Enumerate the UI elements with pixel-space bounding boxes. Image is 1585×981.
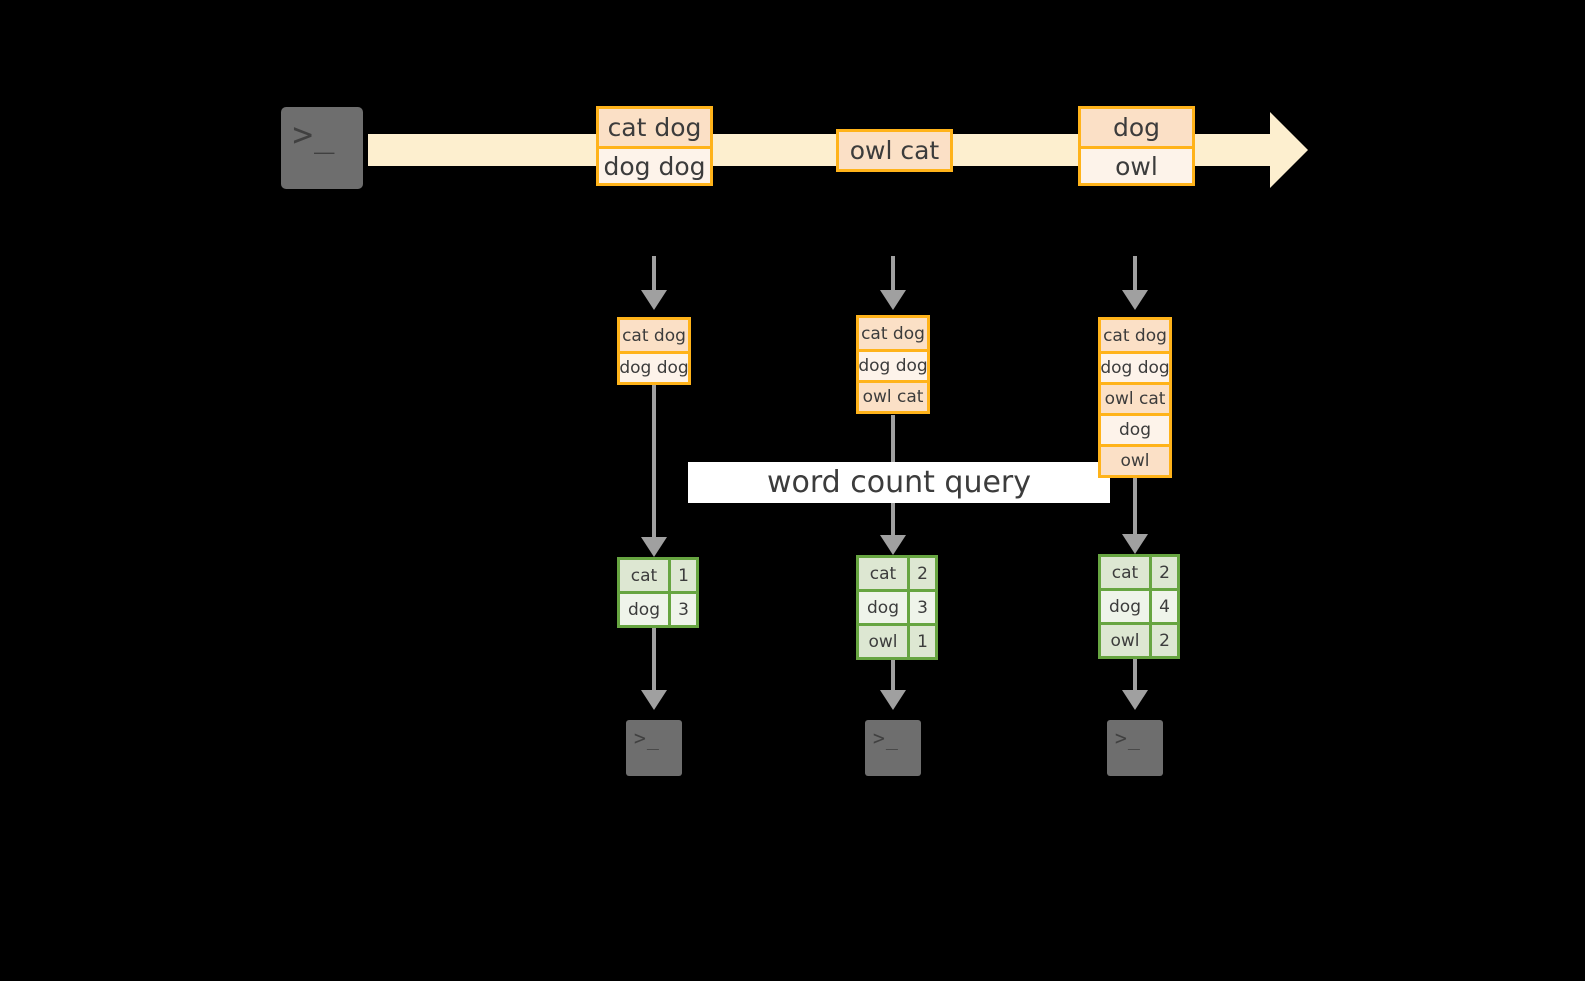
- result-count: 1: [668, 560, 696, 591]
- result-row: cat 2: [859, 558, 935, 589]
- snapshot-1-tap-line: [652, 256, 656, 294]
- snapshot-2-tap-arrowhead: [880, 290, 906, 310]
- result-word: cat: [1101, 557, 1149, 588]
- snapshot-2-result-table: cat 2 dog 3 owl 1: [856, 555, 938, 660]
- input-line: owl: [1101, 444, 1169, 475]
- input-line: owl cat: [859, 380, 927, 411]
- result-word: dog: [620, 594, 668, 625]
- result-word: cat: [859, 558, 907, 589]
- record-line: owl cat: [839, 132, 950, 169]
- result-word: owl: [1101, 625, 1149, 656]
- snapshot-1-sink-line: [652, 625, 656, 697]
- snapshot-2-sink-arrowhead: [880, 690, 906, 710]
- snapshot-2-query-arrowhead: [880, 535, 906, 555]
- record-line: dog dog: [599, 146, 710, 183]
- record-line: owl: [1081, 146, 1192, 183]
- result-count: 2: [907, 558, 935, 589]
- result-count: 2: [1149, 557, 1177, 588]
- snapshot-1-query-line: [652, 385, 656, 545]
- snapshot-3-sink-terminal-icon: >_: [1100, 713, 1170, 783]
- snapshot-2-sink-line: [891, 654, 895, 697]
- input-line: cat dog: [620, 320, 688, 351]
- snapshot-1-query-arrowhead: [641, 537, 667, 557]
- result-count: 4: [1149, 591, 1177, 622]
- result-word: dog: [1101, 591, 1149, 622]
- snapshot-3-tap-line: [1133, 256, 1137, 294]
- terminal-prompt-glyph: >_: [292, 115, 336, 156]
- result-row: dog 3: [620, 591, 696, 625]
- result-word: dog: [859, 592, 907, 623]
- snapshot-3-query-arrowhead: [1122, 534, 1148, 554]
- input-line: dog dog: [858, 349, 928, 380]
- result-row: cat 2: [1101, 557, 1177, 588]
- result-count: 3: [907, 592, 935, 623]
- snapshot-2-tap-line: [891, 256, 895, 294]
- result-count: 3: [668, 594, 696, 625]
- stream-record-batch-2: owl cat: [836, 129, 953, 172]
- input-line: dog: [1101, 413, 1169, 444]
- snapshot-3-sink-arrowhead: [1122, 690, 1148, 710]
- stream-record-batch-1: cat dog dog dog: [596, 106, 713, 186]
- source-terminal-icon: >_: [272, 98, 372, 198]
- result-word: owl: [859, 626, 907, 657]
- snapshot-3-tap-arrowhead: [1122, 290, 1148, 310]
- result-word: cat: [620, 560, 668, 591]
- stream-record-batch-3: dog owl: [1078, 106, 1195, 186]
- record-line: cat dog: [599, 109, 710, 146]
- terminal-prompt-glyph: >_: [872, 725, 899, 750]
- input-line: owl cat: [1101, 382, 1169, 413]
- input-line: dog dog: [619, 351, 689, 382]
- result-row: owl 2: [1101, 622, 1177, 656]
- terminal-prompt-glyph: >_: [1114, 725, 1141, 750]
- result-row: owl 1: [859, 623, 935, 657]
- word-count-query-label: word count query: [688, 462, 1110, 503]
- input-line: cat dog: [1101, 320, 1169, 351]
- snapshot-1-sink-arrowhead: [641, 690, 667, 710]
- snapshot-1-tap-arrowhead: [641, 290, 667, 310]
- snapshot-1-input-stack: cat dog dog dog: [617, 317, 691, 385]
- snapshot-2-sink-terminal-icon: >_: [858, 713, 928, 783]
- snapshot-2-input-stack: cat dog dog dog owl cat: [856, 315, 930, 414]
- input-line: cat dog: [859, 318, 927, 349]
- snapshot-1-result-table: cat 1 dog 3: [617, 557, 699, 628]
- result-row: cat 1: [620, 560, 696, 591]
- result-count: 1: [907, 626, 935, 657]
- event-stream-arrowhead: [1270, 112, 1308, 188]
- snapshot-3-result-table: cat 2 dog 4 owl 2: [1098, 554, 1180, 659]
- result-count: 2: [1149, 625, 1177, 656]
- result-row: dog 4: [1101, 588, 1177, 622]
- record-line: dog: [1081, 109, 1192, 146]
- snapshot-1-sink-terminal-icon: >_: [619, 713, 689, 783]
- result-row: dog 3: [859, 589, 935, 623]
- snapshot-3-query-line: [1133, 477, 1137, 541]
- terminal-prompt-glyph: >_: [633, 725, 660, 750]
- snapshot-3-input-stack: cat dog dog dog owl cat dog owl: [1098, 317, 1172, 478]
- snapshot-3-sink-line: [1133, 653, 1137, 697]
- input-line: dog dog: [1100, 351, 1170, 382]
